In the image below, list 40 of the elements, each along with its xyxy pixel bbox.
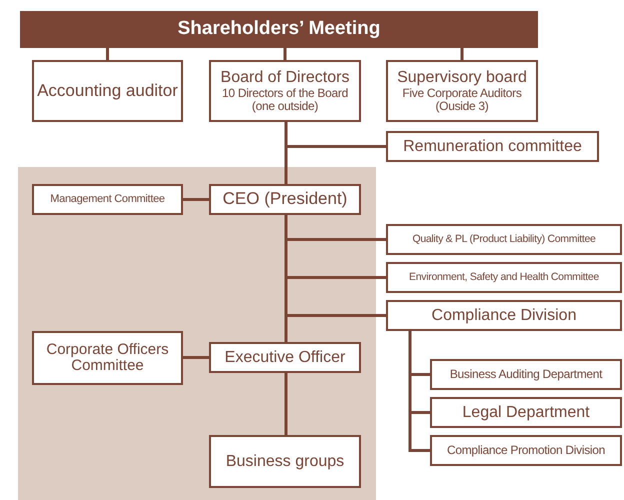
- org-box: [32, 184, 183, 215]
- connector-line: [106, 48, 109, 60]
- org-box: [386, 262, 622, 293]
- box-title: Executive Officer: [224, 348, 346, 366]
- box-title: Remuneration committee: [402, 138, 583, 156]
- box-title: Accounting auditor: [36, 82, 179, 100]
- org-box: [209, 435, 361, 488]
- box-title: Environment, Safety and Health Committee: [408, 272, 600, 284]
- box-title: Management Committee: [49, 194, 166, 206]
- connector-line: [460, 48, 464, 60]
- box-title: CEO (President): [222, 190, 348, 209]
- box-title: Shareholders’ Meeting: [176, 19, 382, 40]
- box-title: Compliance Division: [430, 306, 578, 324]
- org-box: [386, 300, 622, 331]
- org-box: [386, 60, 538, 122]
- box-title: Board of Directors: [220, 69, 350, 87]
- org-box: [209, 184, 361, 215]
- box-subtitle: Five Corporate Auditors (Ouside 3): [401, 86, 523, 113]
- connector-line: [284, 48, 286, 60]
- org-box: [32, 60, 183, 122]
- box-title: Compliance Promotion Division: [446, 444, 606, 457]
- org-box: [32, 331, 183, 385]
- connector-line: [183, 356, 209, 359]
- box-title: Legal Department: [461, 404, 591, 422]
- org-box: [386, 131, 599, 162]
- box-title: Quality & PL (Product Liability) Committee: [411, 234, 597, 246]
- org-box: [209, 342, 361, 373]
- org-box: [209, 60, 361, 122]
- box-subtitle: 10 Directors of the Board (one outside): [221, 86, 349, 113]
- connector-line: [183, 198, 209, 201]
- box-title: Corporate Officers Committee: [45, 342, 170, 374]
- header-bar: [20, 11, 538, 48]
- org-box: [430, 435, 622, 466]
- org-box: [386, 224, 622, 255]
- org-box: [430, 397, 622, 428]
- connector-line: [284, 373, 288, 435]
- box-title: Supervisory board: [396, 69, 528, 87]
- org-box: [430, 359, 622, 390]
- box-title: Business Auditing Department: [448, 368, 604, 381]
- box-title: Business groups: [224, 452, 346, 470]
